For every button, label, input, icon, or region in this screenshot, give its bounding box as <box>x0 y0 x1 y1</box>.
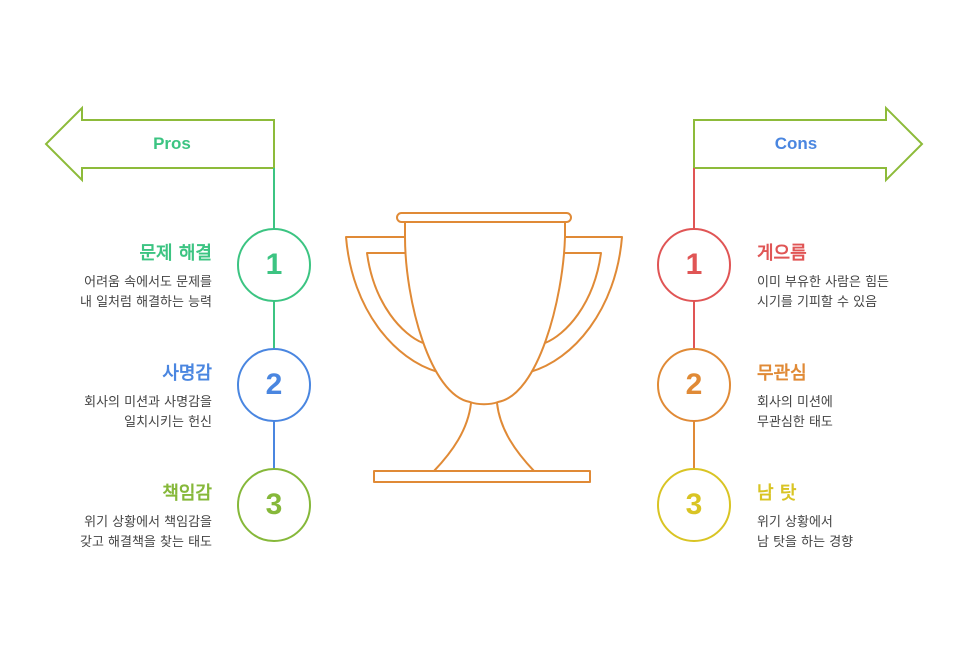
cons-circle-3 <box>657 468 731 542</box>
cons-item-desc-line1: 위기 상황에서 <box>757 515 833 530</box>
pros-circle-1 <box>237 228 311 302</box>
pros-item-title: 문제 해결 <box>139 243 212 264</box>
pros-arrow <box>44 105 275 183</box>
pros-circle-3 <box>237 468 311 542</box>
pros-item-desc-line2: 내 일처럼 해결하는 능력 <box>80 295 212 310</box>
cons-arrow <box>693 105 924 183</box>
cons-item-desc-line1: 회사의 미션에 <box>757 395 833 410</box>
pros-label: Pros <box>153 134 191 153</box>
trophy-icon <box>345 212 623 483</box>
pros-item-title: 책임감 <box>162 483 212 504</box>
cons-number-3: 3 <box>685 488 703 521</box>
cons-item-desc-line1: 이미 부유한 사람은 힘든 <box>757 275 889 290</box>
pros-item-desc-line1: 위기 상황에서 책임감을 <box>84 515 212 530</box>
cons-item-title: 무관심 <box>757 363 807 384</box>
pros-item-desc-line2: 갖고 해결책을 찾는 태도 <box>80 535 212 550</box>
pros-number-3: 3 <box>265 488 283 521</box>
cons-item-desc-line2: 남 탓을 하는 경향 <box>757 535 854 550</box>
pros-item-desc-line1: 회사의 미션과 사명감을 <box>84 395 212 410</box>
cons-number-2: 2 <box>685 368 703 401</box>
cons-number-1: 1 <box>685 248 703 281</box>
pros-item-title: 사명감 <box>162 363 212 384</box>
cons-item-desc-line2: 시기를 기피할 수 있음 <box>757 295 878 310</box>
cons-item-title: 남 탓 <box>757 483 797 504</box>
cons-item-title: 게으름 <box>757 243 807 264</box>
pros-item-desc-line2: 일치시키는 헌신 <box>124 415 212 430</box>
pros-number-2: 2 <box>265 368 283 401</box>
cons-label: Cons <box>774 134 818 153</box>
cons-item-desc-line2: 무관심한 태도 <box>757 415 833 430</box>
pros-item-desc-line1: 어려움 속에서도 문제를 <box>84 275 212 290</box>
pros-number-1: 1 <box>265 248 283 281</box>
cons-circle-1 <box>657 228 731 302</box>
cons-circle-2 <box>657 348 731 422</box>
pros-circle-2 <box>237 348 311 422</box>
